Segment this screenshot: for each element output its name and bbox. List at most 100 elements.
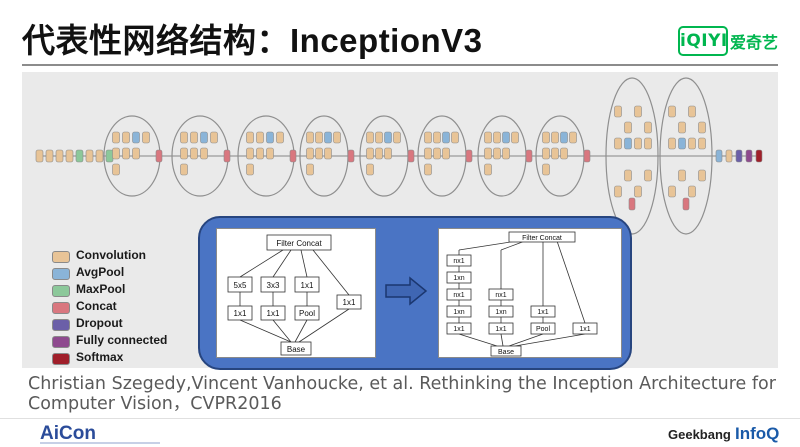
factor-box (446, 254, 472, 267)
row2-label: 1x1 (343, 298, 356, 307)
layer-block (190, 147, 198, 160)
inception-v3-figure: Convolution AvgPool MaxPool Concat Dropo… (22, 72, 778, 370)
layer-block (246, 131, 254, 144)
layer-block (502, 147, 510, 160)
layer-block (451, 131, 459, 144)
layer-block (95, 149, 104, 163)
conv-1x1-top-box (294, 276, 320, 293)
module-outline (605, 77, 659, 235)
legend-swatch-convolution (52, 251, 70, 263)
legend-label: Convolution (76, 248, 146, 262)
layer-block (688, 185, 696, 198)
layer-block (688, 105, 696, 118)
geekbang-logo: Geekbang (668, 427, 731, 442)
base-label: Base (287, 345, 306, 354)
layer-block (735, 149, 743, 163)
legend-label: AvgPool (76, 265, 125, 279)
legend-label: Softmax (76, 350, 124, 364)
layer-block (442, 147, 450, 160)
layer-block (132, 131, 140, 144)
col1-label: nx1 (453, 258, 464, 265)
layer-block (246, 163, 254, 176)
layer-block (375, 131, 383, 144)
layer-block (628, 197, 636, 211)
inception-module-original: Filter Concat 5x5 3x3 1x1 1x1 1x1 Pool 1… (216, 228, 376, 358)
layer-block (180, 147, 188, 160)
conv-1x1-a-box (227, 305, 253, 321)
layer-block (75, 149, 84, 163)
layer-block (142, 131, 150, 144)
legend-item: Concat (52, 299, 212, 315)
layer-block (35, 149, 44, 163)
layer-block (542, 163, 550, 176)
base-box (280, 341, 312, 356)
layer-block (755, 149, 763, 163)
col1-label: nx1 (453, 292, 464, 299)
layer-block (180, 163, 188, 176)
layer-block (246, 147, 254, 160)
layer-block (122, 131, 130, 144)
row1-label: 5x5 (234, 281, 247, 290)
layer-block (465, 149, 473, 163)
col1-label: 1xn (453, 309, 464, 316)
iqiyi-logo: iQIYI 爱奇艺 (678, 22, 788, 58)
legend-swatch-avgpool (52, 268, 70, 280)
layer-block (424, 131, 432, 144)
layer-block (725, 149, 733, 163)
col1-label: 1xn (453, 275, 464, 282)
layer-block (65, 149, 74, 163)
aicon-logo: AiCon (40, 423, 96, 444)
layer-block (210, 131, 218, 144)
layer-block (55, 149, 64, 163)
legend-item: MaxPool (52, 282, 212, 298)
layer-block (112, 147, 120, 160)
row1-label: 1x1 (301, 281, 314, 290)
layer-block (551, 131, 559, 144)
layer-block (393, 131, 401, 144)
layer-block (324, 147, 332, 160)
layer-block (442, 131, 450, 144)
layer-block (407, 149, 415, 163)
iqiyi-logo-mark: iQIYI (678, 26, 728, 56)
layer-block (614, 105, 622, 118)
layer-block (614, 185, 622, 198)
legend-swatch-fully-connected (52, 336, 70, 348)
layer-block (105, 149, 114, 163)
legend-item: Softmax (52, 350, 212, 366)
layer-block (180, 131, 188, 144)
layer-block (366, 163, 374, 176)
footer-divider (0, 418, 800, 419)
layer-block (560, 131, 568, 144)
filter-concat-label: Filter Concat (276, 239, 322, 248)
layer-block (624, 169, 632, 182)
conv-1x1-b-box (260, 305, 286, 321)
layer-block (668, 137, 676, 150)
layer-block (366, 131, 374, 144)
legend-item: Fully connected (52, 333, 212, 349)
col2-label: 1xn (495, 309, 506, 316)
layer-block (306, 163, 314, 176)
infoq-logo: InfoQ (735, 424, 780, 443)
layer-block (366, 147, 374, 160)
layer-block (542, 131, 550, 144)
col3-label: 1x1 (537, 309, 548, 316)
layer-block (85, 149, 94, 163)
filter-concat-box (266, 234, 332, 251)
layer-block (122, 147, 130, 160)
layer-block (190, 131, 198, 144)
conv-5x5-box (227, 276, 253, 293)
transform-arrow-icon (385, 276, 428, 306)
col2-label: nx1 (495, 292, 506, 299)
factor-box (446, 305, 472, 318)
layer-block (678, 169, 686, 182)
legend-label: Concat (76, 299, 117, 313)
legend-item: Convolution (52, 248, 212, 264)
title-divider (22, 64, 778, 66)
factor-box (446, 322, 472, 335)
layer-block (384, 131, 392, 144)
layer-block (333, 131, 341, 144)
layer-block (112, 163, 120, 176)
aicon-logo-underline (40, 442, 160, 444)
layer-block (668, 105, 676, 118)
layer-block (493, 147, 501, 160)
